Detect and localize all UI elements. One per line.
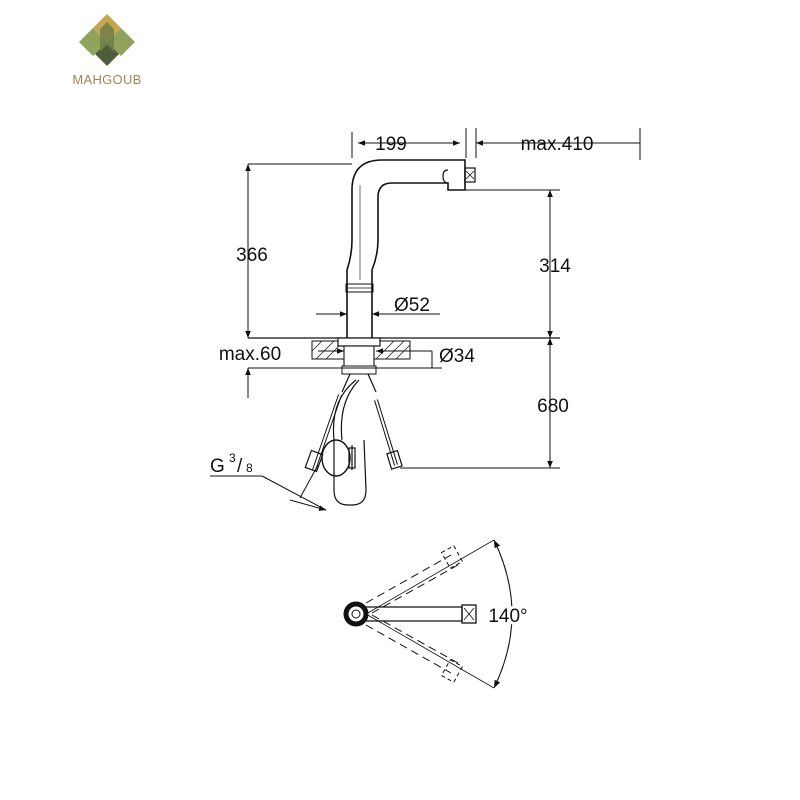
mahgoub-emblem-icon	[79, 14, 135, 66]
dimension-lines	[210, 128, 641, 511]
dim-connection-denominator: 8	[246, 461, 253, 475]
mahgoub-logo: MAHGOUB	[52, 12, 162, 87]
dim-connection-thread: G	[210, 456, 225, 477]
dim-swivel-angle: 140°	[488, 606, 527, 627]
dim-hole-diameter: Ø34	[439, 346, 475, 367]
dim-spout-height: 314	[539, 256, 571, 277]
dim-base-diameter: Ø52	[394, 295, 430, 316]
dim-hose-length: 680	[537, 396, 569, 417]
dim-spout-reach: 199	[375, 134, 407, 155]
dim-deck-thickness: max.60	[219, 344, 281, 365]
dim-pull-out: max.410	[521, 134, 594, 155]
dim-total-height: 366	[236, 245, 268, 266]
dim-connection-slash: /	[237, 456, 243, 477]
hoses	[299, 373, 403, 506]
dimension-labels: 199 max.410 366 314 Ø52 max.60 Ø34 680 G…	[210, 134, 593, 477]
faucet-top-view	[343, 539, 513, 689]
brand-name: MAHGOUB	[72, 72, 142, 87]
countertop-section	[248, 337, 560, 375]
dim-connection-numerator: 3	[229, 451, 236, 465]
